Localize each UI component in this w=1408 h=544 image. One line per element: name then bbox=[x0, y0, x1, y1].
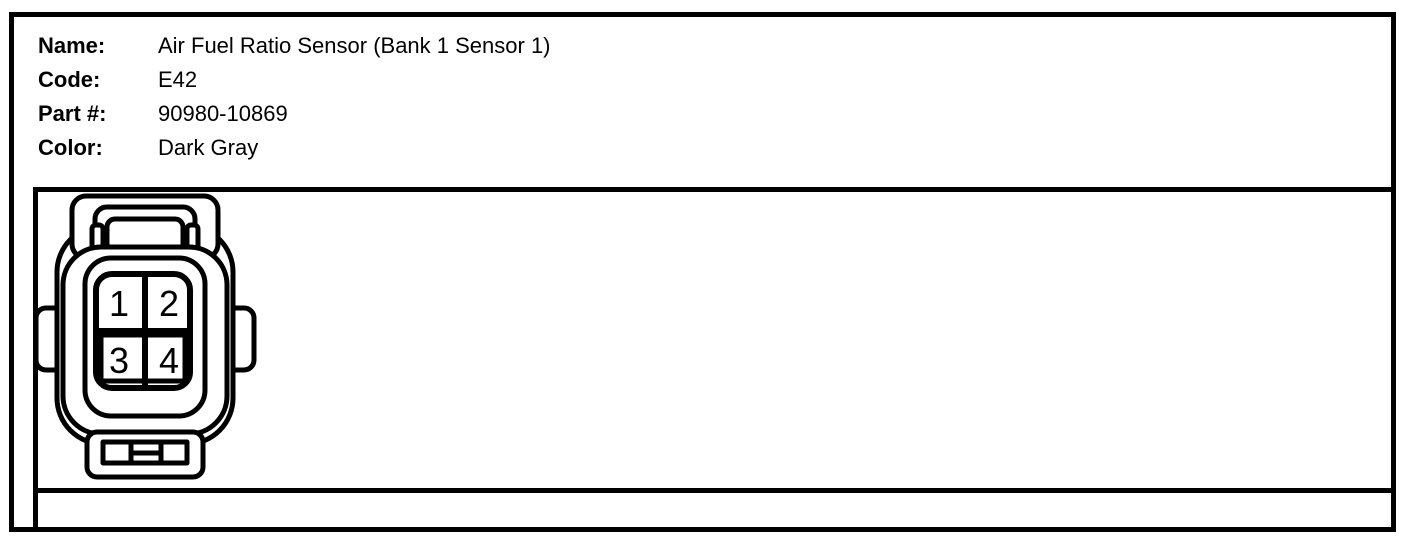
field-value: Air Fuel Ratio Sensor (Bank 1 Sensor 1) bbox=[158, 33, 551, 58]
field-row-color: Color: Dark Gray bbox=[38, 131, 551, 165]
field-row-code: Code: E42 bbox=[38, 63, 551, 97]
field-label: Part #: bbox=[38, 101, 107, 126]
field-row-part-number: Part #: 90980-10869 bbox=[38, 97, 551, 131]
pin-3-label: 3 bbox=[109, 340, 129, 381]
page-frame: Name: Air Fuel Ratio Sensor (Bank 1 Sens… bbox=[9, 12, 1396, 532]
connector-diagram-panel: 1 2 3 4 bbox=[33, 187, 1391, 527]
field-value: 90980-10869 bbox=[158, 101, 288, 126]
field-value: E42 bbox=[158, 67, 198, 92]
connector-diagram: 1 2 3 4 bbox=[33, 193, 257, 480]
pin-2-label: 2 bbox=[159, 283, 179, 324]
field-row-name: Name: Air Fuel Ratio Sensor (Bank 1 Sens… bbox=[38, 29, 551, 63]
field-label: Name: bbox=[38, 33, 106, 58]
field-label: Color: bbox=[38, 135, 103, 160]
field-label: Code: bbox=[38, 67, 101, 92]
pin-1-label: 1 bbox=[109, 283, 129, 324]
connector-info-header: Name: Air Fuel Ratio Sensor (Bank 1 Sens… bbox=[38, 29, 551, 165]
empty-footer-row bbox=[38, 488, 1391, 527]
pin-4-label: 4 bbox=[159, 340, 179, 381]
field-value: Dark Gray bbox=[158, 135, 259, 160]
